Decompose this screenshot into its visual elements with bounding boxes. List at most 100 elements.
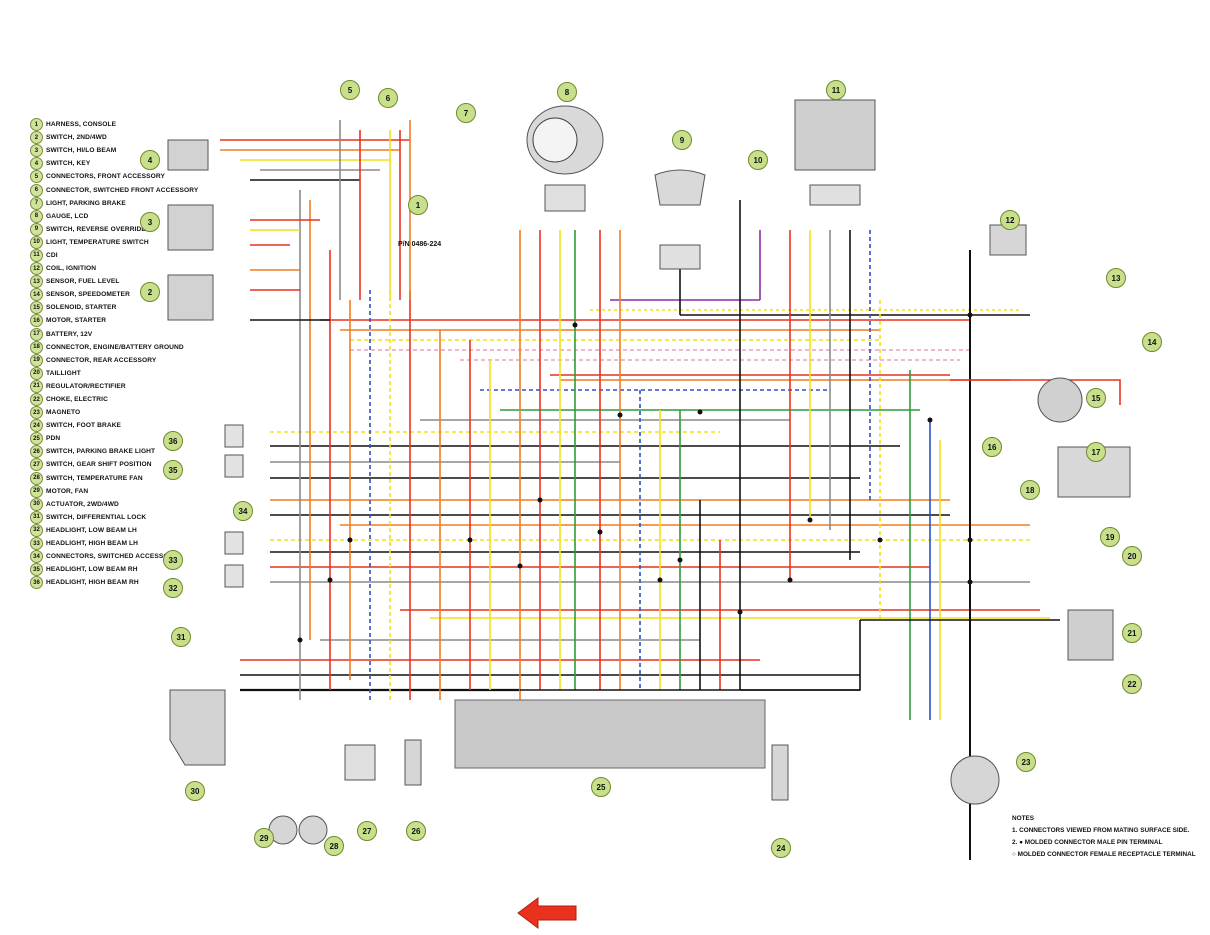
legend-label: SWITCH, PARKING BRAKE LIGHT <box>46 448 156 456</box>
callout-29: 29 <box>254 828 274 848</box>
legend-label: SWITCH, FOOT BRAKE <box>46 422 122 430</box>
callout-19: 19 <box>1100 527 1120 547</box>
legend-number: 17 <box>30 327 43 341</box>
callout-20: 20 <box>1122 546 1142 566</box>
callout-2: 2 <box>140 282 160 302</box>
components <box>167 99 1131 845</box>
callout-27: 27 <box>357 821 377 841</box>
legend-number: 12 <box>30 262 43 276</box>
callout-33: 33 <box>163 550 183 570</box>
callout-4: 4 <box>140 150 160 170</box>
callout-12: 12 <box>1000 210 1020 230</box>
legend-label: HEADLIGHT, HIGH BEAM RH <box>46 579 139 587</box>
callout-11: 11 <box>826 80 846 100</box>
callout-23: 23 <box>1016 752 1036 772</box>
legend-number: 22 <box>30 393 43 407</box>
legend-number: 23 <box>30 406 43 420</box>
callout-17: 17 <box>1086 442 1106 462</box>
legend-number: 19 <box>30 353 43 367</box>
legend-label: MAGNETO <box>46 409 81 417</box>
legend-label: GAUGE, LCD <box>46 212 89 220</box>
legend-label: LIGHT, PARKING BRAKE <box>46 199 126 207</box>
legend-label: TAILLIGHT <box>46 369 81 377</box>
legend-number: 3 <box>30 144 43 158</box>
legend-label: ACTUATOR, 2WD/4WD <box>46 500 119 508</box>
callout-3: 3 <box>140 212 160 232</box>
notes-title: NOTES <box>1012 815 1035 822</box>
legend-number: 31 <box>30 510 43 524</box>
callout-28: 28 <box>324 836 344 856</box>
wire-bundle <box>220 120 1121 860</box>
callout-1: 1 <box>408 195 428 215</box>
legend-label: CHOKE, ELECTRIC <box>46 396 108 404</box>
callout-10: 10 <box>748 150 768 170</box>
callout-15: 15 <box>1086 388 1106 408</box>
legend-number: 28 <box>30 471 43 485</box>
callout-7: 7 <box>456 103 476 123</box>
legend-number: 18 <box>30 340 43 354</box>
legend-number: 30 <box>30 497 43 511</box>
legend-label: SWITCH, TEMPERATURE FAN <box>46 474 143 482</box>
legend-label: HEADLIGHT, LOW BEAM RH <box>46 566 138 574</box>
legend-number: 13 <box>30 275 43 289</box>
legend-number: 33 <box>30 537 43 551</box>
legend-number: 35 <box>30 563 43 577</box>
legend-label: COIL, IGNITION <box>46 265 97 273</box>
legend-label: CONNECTORS, FRONT ACCESSORY <box>46 173 165 181</box>
callout-24: 24 <box>771 838 791 858</box>
legend-number: 10 <box>30 235 43 249</box>
part-number: P/N 0486-224 <box>398 241 442 248</box>
callout-25: 25 <box>591 777 611 797</box>
legend-label: CDI <box>46 251 58 259</box>
legend-number: 21 <box>30 379 43 393</box>
legend-label: SENSOR, SPEEDOMETER <box>46 291 130 299</box>
callout-6: 6 <box>378 88 398 108</box>
callout-14: 14 <box>1142 332 1162 352</box>
callout-35: 35 <box>163 460 183 480</box>
legend-number: 1 <box>30 118 43 132</box>
callout-13: 13 <box>1106 268 1126 288</box>
callout-22: 22 <box>1122 674 1142 694</box>
note-2a: 2. ● MOLDED CONNECTOR MALE PIN TERMINAL <box>1012 839 1163 846</box>
legend-label: REGULATOR/RECTIFIER <box>46 382 126 390</box>
legend-number: 7 <box>30 196 43 210</box>
legend-label: CONNECTOR, REAR ACCESSORY <box>46 356 157 364</box>
legend-label: BATTERY, 12V <box>46 330 93 338</box>
callout-26: 26 <box>406 821 426 841</box>
legend-label: SWITCH, 2ND/4WD <box>46 134 107 142</box>
back-arrow-icon[interactable] <box>517 897 577 929</box>
callout-31: 31 <box>171 627 191 647</box>
legend-label: MOTOR, STARTER <box>46 317 107 325</box>
legend-number: 4 <box>30 157 43 171</box>
legend-label: SOLENOID, STARTER <box>46 304 117 312</box>
callout-5: 5 <box>340 80 360 100</box>
legend-number: 27 <box>30 458 43 472</box>
callout-18: 18 <box>1020 480 1040 500</box>
notes-block: NOTES 1. CONNECTORS VIEWED FROM MATING S… <box>1012 815 1202 863</box>
legend-number: 26 <box>30 445 43 459</box>
note-1: 1. CONNECTORS VIEWED FROM MATING SURFACE… <box>1012 827 1190 834</box>
